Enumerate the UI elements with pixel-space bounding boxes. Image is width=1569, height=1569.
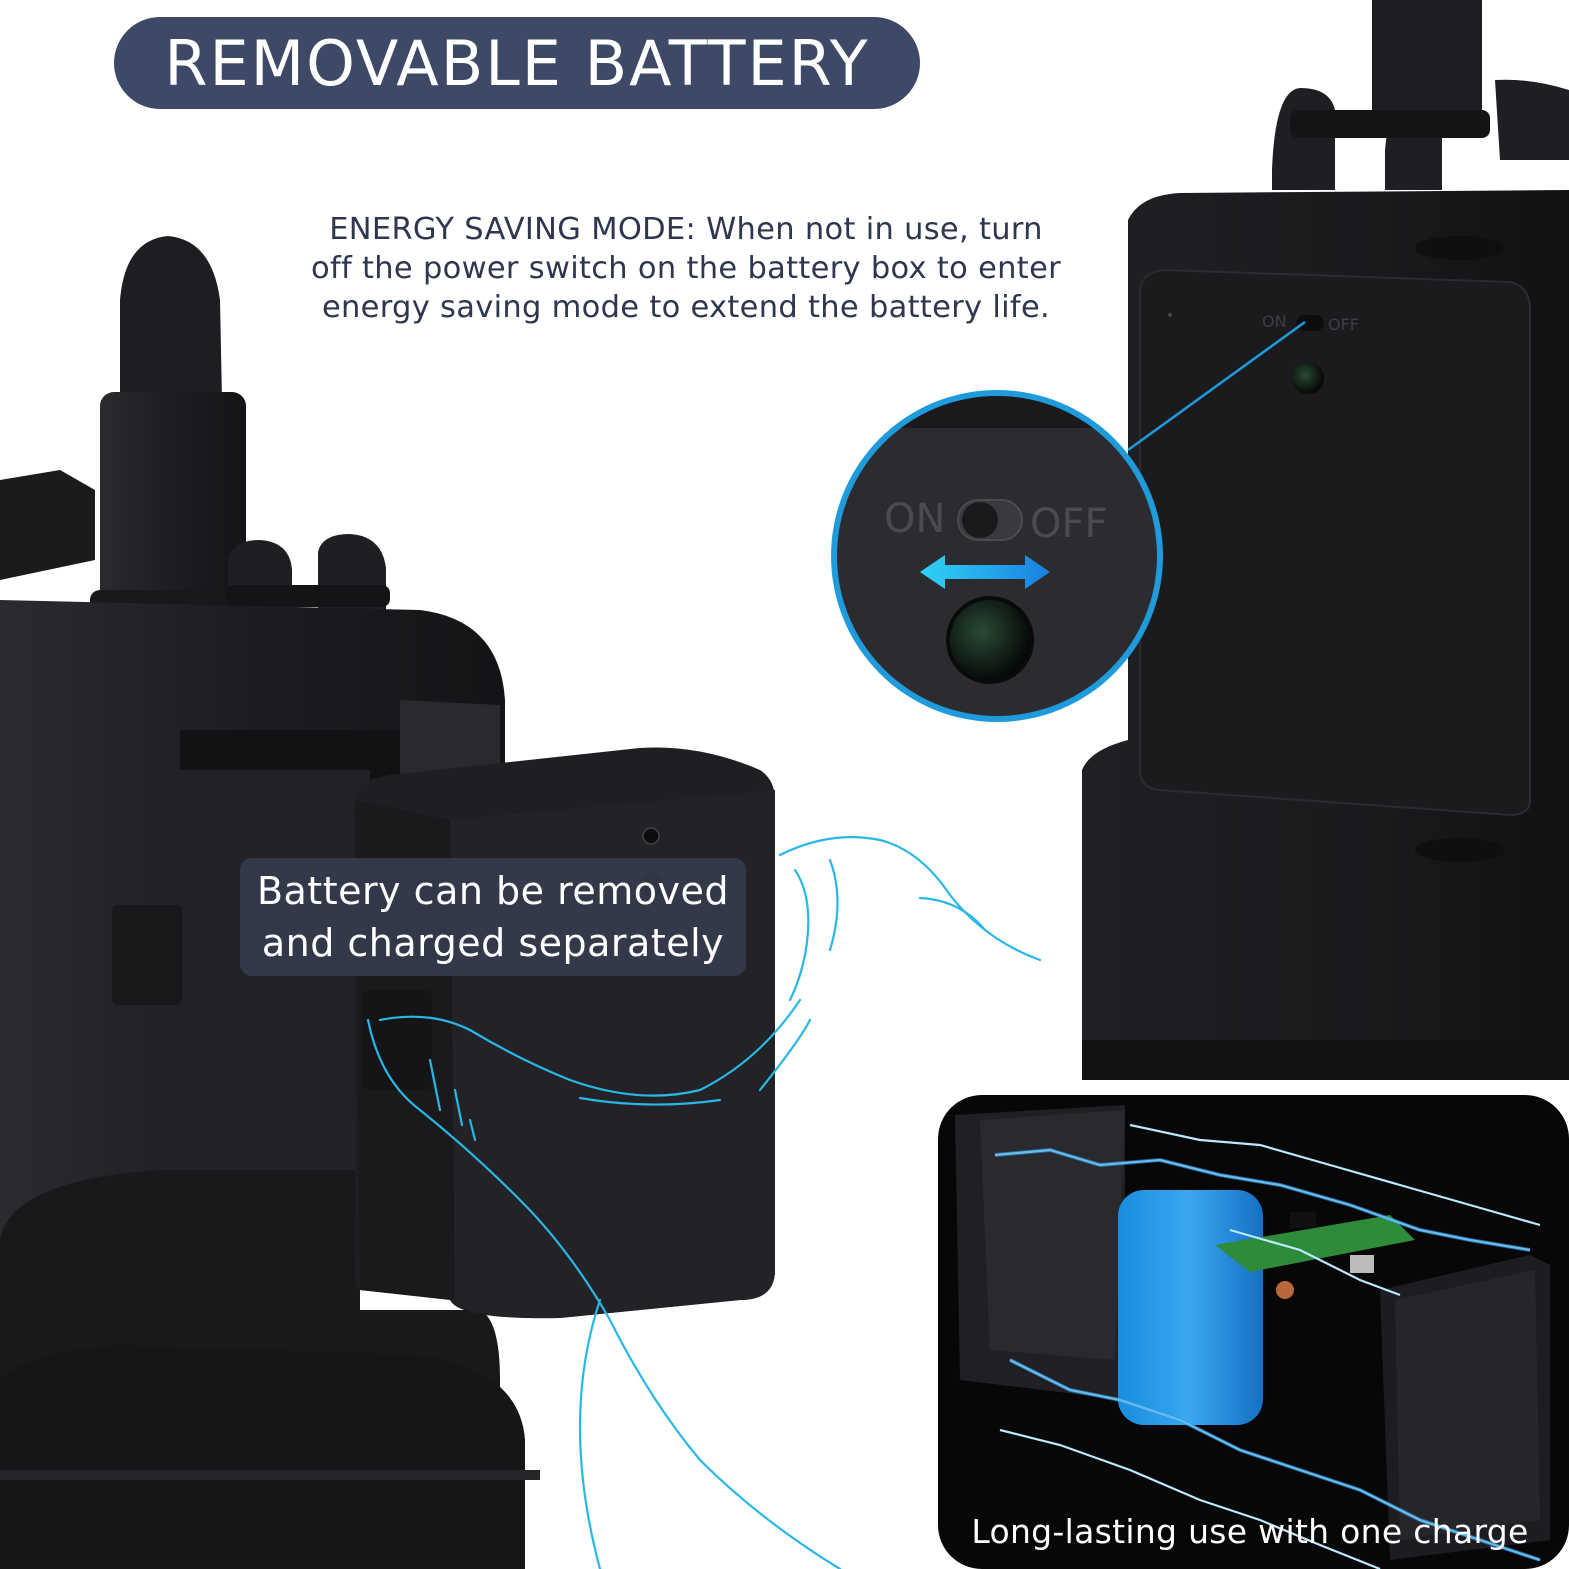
device-switch-off-label: OFF bbox=[1328, 315, 1359, 334]
battery-caption-box: Battery can be removed and charged separ… bbox=[240, 858, 746, 976]
energy-saving-line: energy saving mode to extend the battery… bbox=[321, 290, 1051, 325]
battery-inset-panel bbox=[934, 1090, 1569, 1569]
inset-caption: Long-lasting use with one charge bbox=[971, 1512, 1529, 1551]
title-banner: REMOVABLE BATTERY bbox=[114, 17, 920, 109]
energy-saving-description: ENERGY SAVING MODE: When not in use, tur… bbox=[270, 210, 1102, 327]
battery-caption-line: and charged separately bbox=[261, 921, 725, 965]
switch-zoom-circle bbox=[831, 390, 1163, 722]
zoom-switch-off-label: OFF bbox=[1030, 501, 1108, 547]
energy-saving-line: off the power switch on the battery box … bbox=[311, 251, 1061, 286]
device-switch-on-label: ON bbox=[1262, 312, 1287, 331]
zoom-switch-on-label: ON bbox=[884, 496, 946, 542]
right-device bbox=[1082, 0, 1569, 1080]
page-title: REMOVABLE BATTERY bbox=[164, 26, 870, 100]
battery-caption-line: Battery can be removed bbox=[256, 869, 730, 913]
zoom-connector-line bbox=[1127, 320, 1306, 452]
energy-saving-line: ENERGY SAVING MODE: When not in use, tur… bbox=[329, 212, 1043, 247]
hand-outline bbox=[366, 836, 1042, 1569]
battery-box bbox=[355, 747, 775, 1319]
